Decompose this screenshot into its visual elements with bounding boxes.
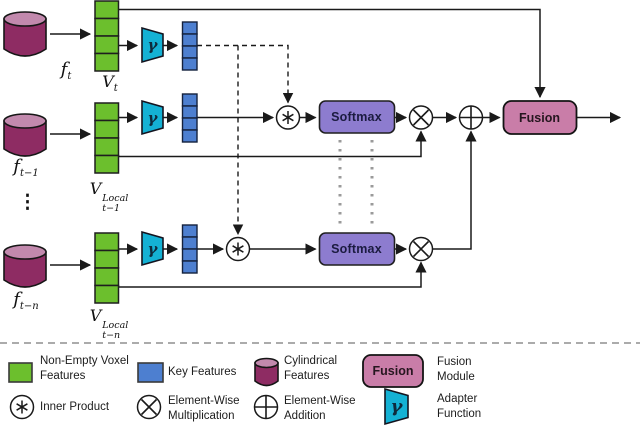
gamma-symbol-tn: γ	[147, 239, 158, 258]
dashed-key-t-to-innerprod-t1	[197, 44, 294, 104]
label-f-t: ft	[60, 59, 72, 83]
adapter-shape-t	[141, 26, 164, 64]
cylinder-f-t1-icon	[3, 113, 47, 157]
softmax-label-2: Softmax	[331, 242, 382, 256]
legend-label-cylindrical: Cylindrical Features	[284, 355, 338, 382]
legend-label-elementwise-add: Element-Wise Addition	[284, 395, 356, 422]
vertical-ellipsis: ⋮	[18, 192, 37, 213]
adapter-function-shapes	[141, 26, 164, 267]
elementwise-multiplication-icon	[408, 105, 434, 130]
legend-label-adapter-function: Adapter Function	[437, 393, 482, 420]
voxel-column-tn	[94, 232, 120, 304]
legend-elementwise-multiplication-icon	[136, 394, 162, 420]
fusion-label: Fusion	[519, 110, 560, 125]
operator-circles	[225, 105, 484, 262]
label-f-t-minus-n: ft−n	[13, 289, 39, 313]
line-voxel-tn-to-mult2-bottom	[118, 261, 427, 288]
gamma-symbol-t1: γ	[147, 108, 158, 127]
legend-key-swatch	[137, 362, 164, 383]
legend-label-inner-product: Inner Product	[40, 401, 110, 413]
inner-product-icon-tn	[225, 236, 251, 262]
legend-gamma-symbol: γ	[390, 396, 403, 417]
key-column-t	[181, 21, 198, 71]
legend-label-elementwise-mult: Element-Wise Multiplication	[168, 395, 240, 422]
voxel-column-t	[94, 0, 120, 72]
softmax-label-1: Softmax	[331, 110, 382, 124]
cylindrical-features-icons	[3, 11, 47, 288]
dotted-continuation-lines	[338, 140, 374, 229]
legend-inner-product-icon	[9, 394, 35, 420]
legend-fusion-label: Fusion	[372, 364, 414, 378]
elementwise-multiplication-icon-2	[408, 236, 434, 262]
legend-cylinder-icon	[254, 357, 279, 387]
voxel-column-t1	[94, 102, 120, 174]
key-feature-columns	[181, 21, 198, 274]
legend-label-key-features: Key Features	[168, 366, 237, 378]
elementwise-addition-icon	[458, 105, 484, 130]
legend-elementwise-addition-icon	[253, 394, 279, 420]
voxel-feature-columns	[94, 0, 120, 304]
legend-symbols	[8, 354, 424, 426]
legend-label-non-empty-voxel: Non-Empty Voxel Features	[40, 355, 129, 382]
key-column-t1	[181, 93, 198, 143]
line-mult2-up-to-add-bottom	[432, 130, 477, 250]
dashed-query-lines	[197, 44, 294, 236]
legend-label-fusion-module: Fusion Module	[437, 356, 475, 383]
legend-adapter-shape	[384, 387, 409, 426]
inner-product-icon-t1	[275, 105, 301, 130]
line-voxel-t-to-fusion-top	[118, 8, 546, 99]
key-column-tn	[181, 224, 198, 274]
fusion-box	[502, 100, 578, 135]
adapter-shape-t1	[141, 99, 164, 136]
softmax-box-1	[318, 100, 396, 134]
connector-lines	[50, 8, 622, 288]
adapter-shape-tn	[141, 230, 164, 267]
cylinder-f-tn-icon	[3, 244, 47, 288]
label-v-t: Vt	[102, 72, 118, 95]
legend-fusion-box	[362, 354, 424, 388]
softmax-box-2	[318, 232, 396, 266]
gamma-symbol-t: γ	[147, 36, 158, 54]
cylinder-f-t-icon	[3, 11, 47, 57]
legend-voxel-swatch	[8, 362, 33, 383]
label-f-t-minus-1: ft−1	[13, 156, 39, 180]
line-voxel-t1-to-mult-bottom	[118, 130, 427, 158]
